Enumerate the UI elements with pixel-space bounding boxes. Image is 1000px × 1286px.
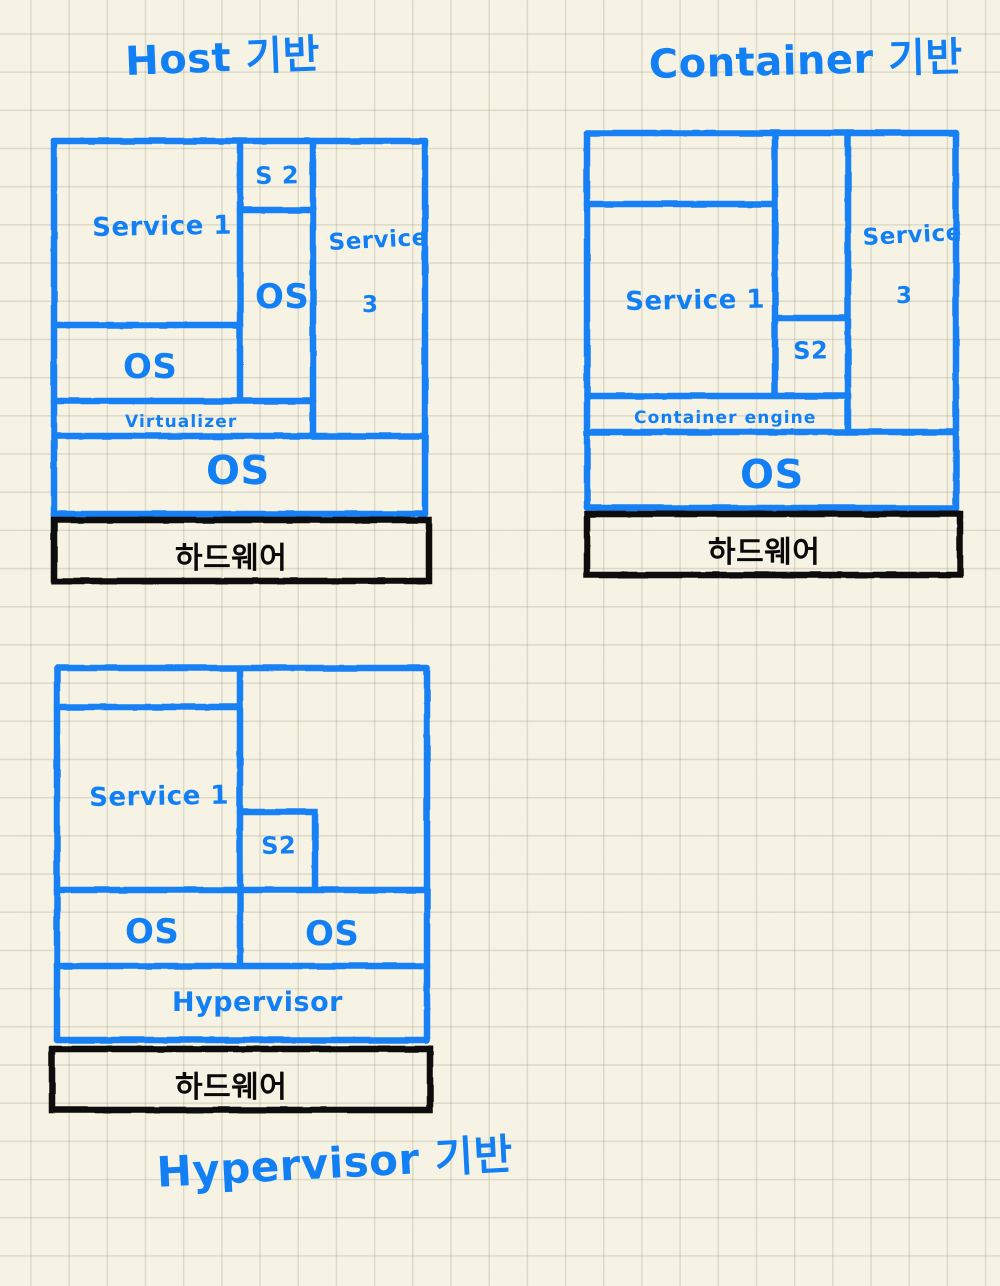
diagram-container-hardware-box: [583, 510, 964, 579]
diagram-hypervisor-hardware-box: [48, 1045, 434, 1114]
diagram-hypervisor-based-strokes: [53, 664, 431, 1044]
diagram-host-hardware-box: [50, 516, 433, 585]
diagram-container-based-strokes: [583, 129, 960, 512]
diagram-host-based-strokes: [50, 137, 429, 518]
